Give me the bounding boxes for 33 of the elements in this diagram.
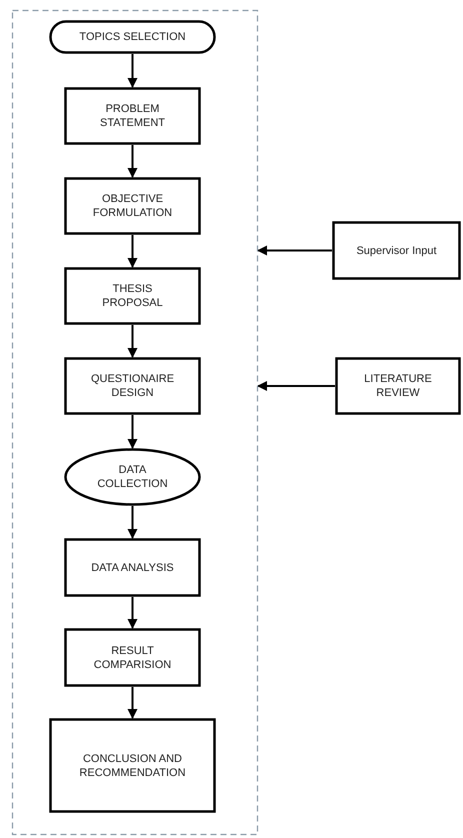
arrow: [257, 381, 335, 391]
step-label: THESIS PROPOSAL: [101, 282, 164, 310]
process-box: [64, 267, 201, 325]
process-box: [64, 87, 201, 145]
input-label: Supervisor Input: [355, 244, 438, 258]
dashed-boundary: [12, 10, 258, 835]
process-box: [49, 718, 216, 813]
input-label: LITERATURE REVIEW: [363, 372, 433, 400]
step-label: QUESTIONAIRE DESIGN: [90, 372, 176, 400]
process-box: [64, 538, 201, 597]
process-box: [332, 221, 461, 280]
arrow: [128, 415, 138, 449]
arrow: [128, 235, 138, 268]
step-label: RESULT COMPARISION: [92, 644, 172, 672]
process-box: [335, 357, 461, 415]
process-box: [64, 177, 201, 235]
step-label: PROBLEM STATEMENT: [99, 102, 166, 130]
process-box: [64, 628, 201, 687]
process-box: [64, 357, 201, 415]
step-label: DATA ANALYSIS: [90, 560, 175, 574]
arrow: [128, 325, 138, 358]
arrow: [128, 597, 138, 629]
data-ellipse: [64, 448, 201, 506]
arrow: [257, 246, 332, 256]
arrow: [128, 145, 138, 178]
arrow: [128, 54, 138, 88]
step-label: TOPICS SELECTION: [78, 30, 187, 44]
terminal-pill: [49, 20, 216, 54]
step-label: CONCLUSION AND RECOMMENDATION: [78, 752, 187, 780]
arrow: [128, 687, 138, 719]
arrow: [128, 506, 138, 539]
step-label: OBJECTIVE FORMULATION: [92, 192, 174, 220]
step-label: DATA COLLECTION: [96, 463, 169, 491]
